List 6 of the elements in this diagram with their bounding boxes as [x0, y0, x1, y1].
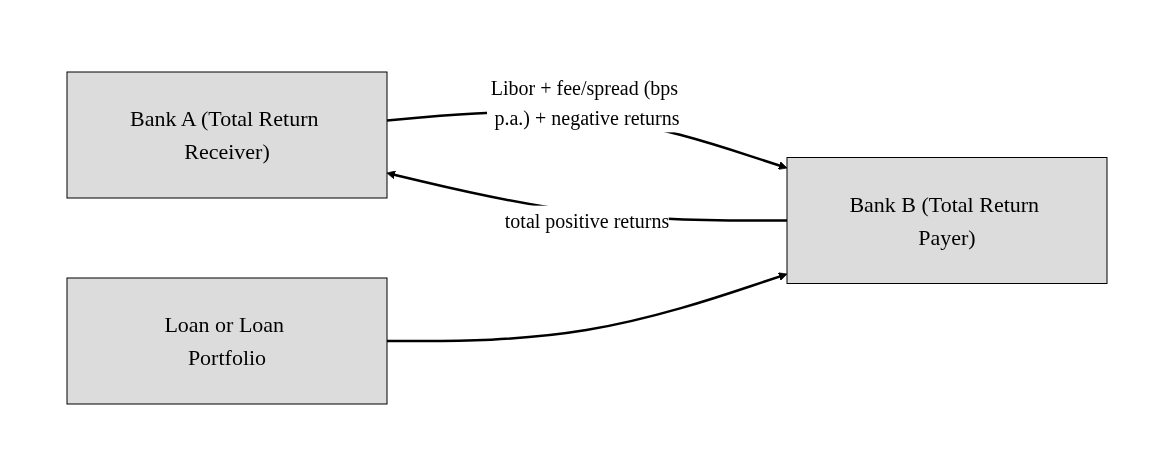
node-box: Bank B (Total Return Payer) [786, 156, 1108, 284]
node-box: Bank A (Total Return Receiver) [66, 71, 388, 198]
edge-label: Libor + fee/spread (bps p.a.) + negative returns [490, 76, 680, 128]
node-box: Loan or Loan Portfolio [66, 277, 388, 404]
edge-label: total positive returns [504, 209, 670, 231]
arrow [387, 271, 788, 342]
